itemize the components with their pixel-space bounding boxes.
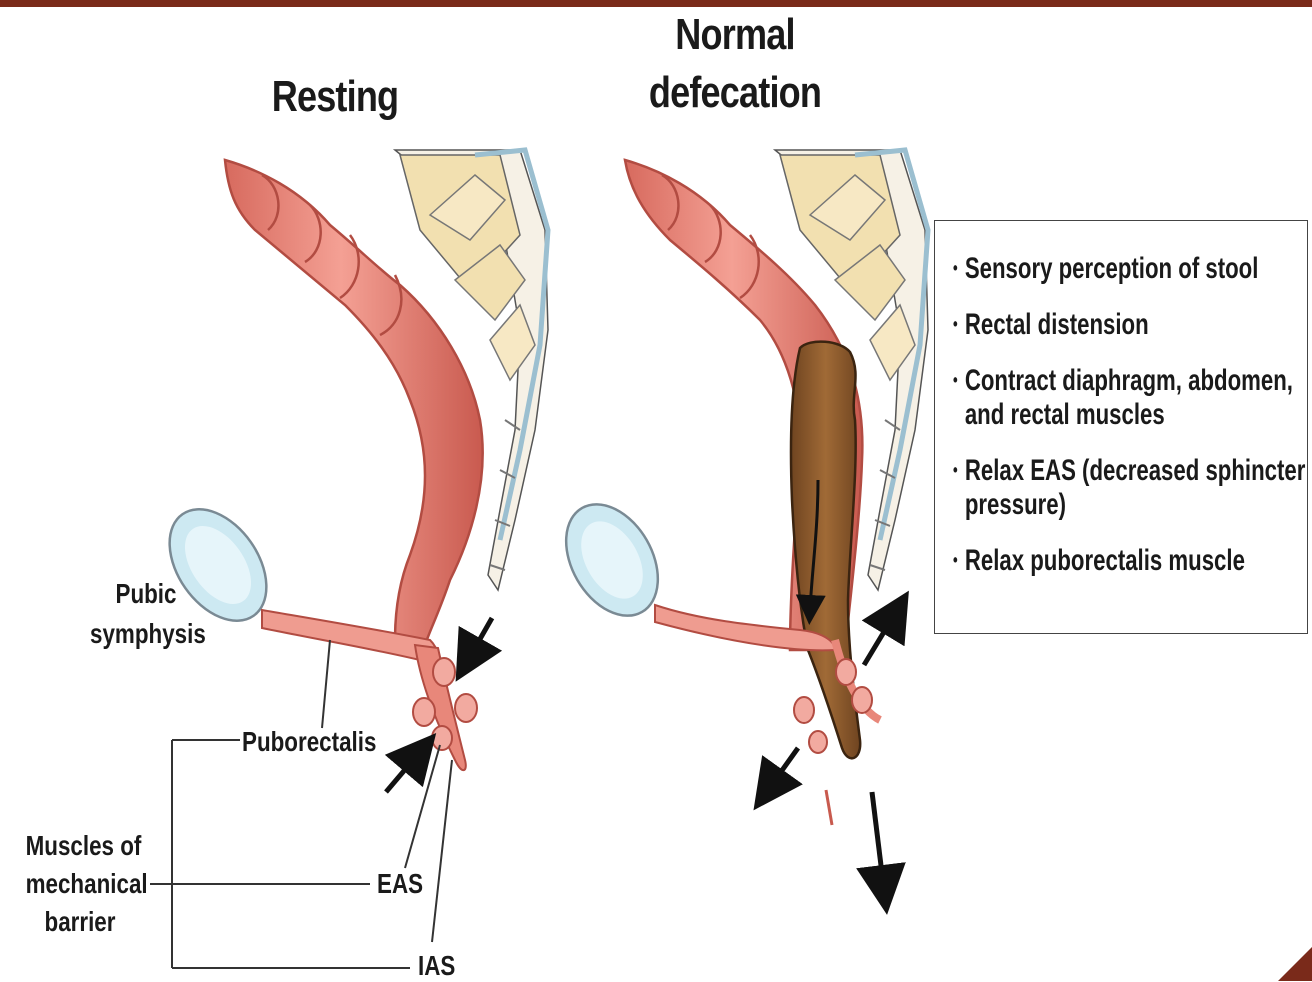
info-list: Sensory perception of stool Rectal diste… — [953, 251, 1308, 599]
label-ias: IAS — [418, 950, 455, 982]
info-item: Relax EAS (decreased sphincter pressure) — [953, 453, 1308, 522]
corner-accent — [1278, 947, 1312, 981]
title-resting: Resting — [249, 72, 421, 122]
label-pubic: Pubic — [98, 578, 194, 610]
info-item: Relax puborectalis muscle — [953, 543, 1308, 578]
label-muscles: Muscles of — [26, 830, 135, 862]
label-symphysis: symphysis — [90, 618, 202, 650]
title-normal: Normal — [641, 10, 830, 60]
label-eas: EAS — [377, 868, 423, 900]
resting-diagram — [150, 150, 548, 968]
label-barrier: barrier — [26, 906, 135, 938]
info-item: Sensory perception of stool — [953, 251, 1308, 286]
info-box: Sensory perception of stool Rectal diste… — [934, 220, 1308, 634]
info-item: Contract diaphragm, abdomen, and rectal … — [953, 363, 1308, 432]
defecation-diagram — [547, 150, 928, 890]
title-defecation: defecation — [641, 68, 830, 118]
label-mechanical: mechanical — [26, 868, 135, 900]
label-puborectalis: Puborectalis — [242, 726, 376, 758]
info-item: Rectal distension — [953, 307, 1308, 342]
